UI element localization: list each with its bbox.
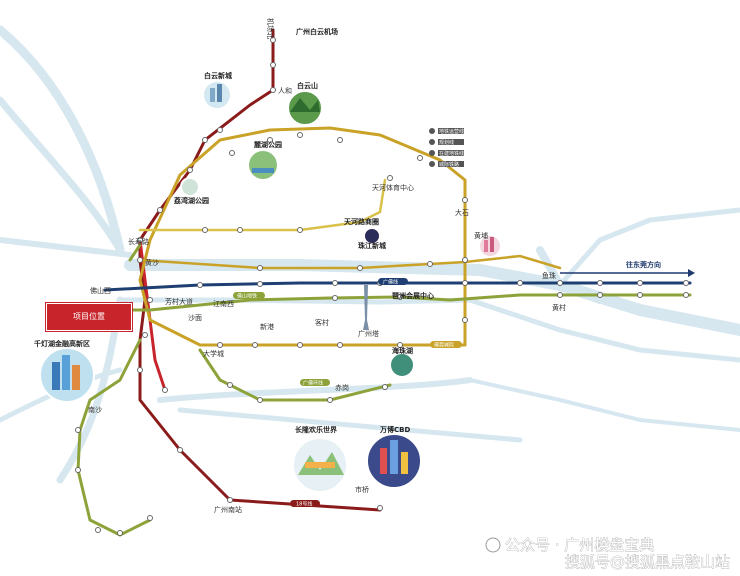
line-pills: 佛山地铁 广佛线 佛莞城际 广佛环线 18号线	[233, 278, 462, 508]
liwan-lake-landmark-icon	[180, 177, 200, 197]
line-gold-horizontal	[138, 254, 562, 270]
label-east: 往东莞方向	[626, 260, 661, 269]
label-wanbo: 万博CBD	[379, 425, 410, 434]
line-yellow	[138, 178, 387, 232]
label-huangpu: 黄埔	[474, 231, 488, 240]
label-airport: 机场北	[266, 18, 275, 39]
label-renhe: 人和	[278, 86, 292, 95]
station-dots	[75, 37, 689, 536]
haizhu-wetland-landmark-icon	[389, 352, 415, 378]
label-zhujiang-newtown: 珠江新城	[358, 241, 386, 250]
legend-item-1: 地铁运营线	[439, 128, 464, 135]
label-fangcun: 芳村大道	[165, 297, 193, 306]
legend-item-4: 城际铁路	[439, 161, 459, 168]
river-network	[0, 25, 740, 484]
label-baiyun-newcity: 白云新城	[204, 71, 232, 80]
pill-fuguan: 佛莞城际	[434, 342, 454, 349]
label-foshan-west: 佛山西	[90, 286, 111, 295]
label-haizhu-wetland: 海珠湖	[392, 346, 413, 355]
legend-item-2: 规划线	[439, 139, 454, 146]
label-xingang: 新港	[260, 322, 274, 331]
project-location-box: 项目位置	[46, 303, 132, 331]
pill-guangfo-line: 广佛线	[383, 279, 398, 286]
label-guangzhou-south: 广州南站	[214, 505, 242, 514]
label-jiangnanxi: 江南西	[213, 299, 234, 308]
legend: 地铁运营线 规划线 在建地铁线 城际铁路	[429, 128, 464, 168]
label-tianhe-road: 天河路商圈	[344, 217, 379, 226]
pill-line18: 18号线	[296, 501, 312, 508]
pill-guangfo-loop: 广佛环线	[303, 380, 323, 387]
label-nansha: 南沙	[88, 405, 102, 414]
label-yuzhu: 鱼珠	[542, 271, 556, 280]
luhu-park-landmark-icon	[247, 149, 279, 181]
label-baiyun-mountain: 白云山	[297, 81, 318, 90]
label-daxuecheng: 大学城	[203, 349, 224, 358]
watermark-wechat: 公众号 · 广州楼盘宝典	[505, 536, 654, 554]
label-chigang: 赤岗	[335, 384, 349, 392]
pill-guangfo: 佛山地铁	[237, 293, 257, 300]
label-changshou: 长寿路	[128, 237, 149, 246]
tianhe-road-landmark-icon	[363, 227, 381, 245]
label-chimelong: 长隆欢乐世界	[295, 425, 338, 434]
label-kecun: 客村	[315, 318, 329, 327]
label-tiyu: 天河体育中心	[372, 183, 414, 192]
label-airport-line: 广州白云机场	[296, 27, 338, 36]
label-dashi: 大石	[455, 208, 469, 217]
label-liwan-lake: 荔湾湖公园	[173, 196, 209, 205]
label-qiandeng-area: 千灯湖金融高新区	[34, 339, 90, 348]
label-pazhou: 琶洲会展中心	[392, 291, 434, 300]
landmark-icons	[39, 80, 502, 493]
label-huangcun: 黄村	[552, 303, 566, 312]
legend-item-3: 在建地铁线	[439, 150, 464, 157]
wechat-icon	[485, 537, 501, 553]
label-shamian: 沙面	[188, 314, 202, 322]
label-luhu-park: 麓湖公园	[254, 140, 282, 149]
label-huangsha: 黄沙	[145, 258, 159, 267]
canton-tower-icon	[363, 285, 369, 330]
east-arrow	[560, 269, 695, 277]
line-red	[138, 238, 167, 392]
watermark-sohu: 搜狐号@搜狐黑点鞍山站	[565, 553, 730, 571]
label-canton-tower: 广州塔	[358, 329, 379, 338]
station-labels: 机场北 广州白云机场 人和 白云新城 白云山 麓湖公园 荔湾湖公园 天河路商圈 …	[34, 18, 661, 514]
label-shiqiao: 市桥	[355, 485, 369, 494]
line-gold	[138, 126, 467, 347]
line-navy	[103, 281, 692, 292]
